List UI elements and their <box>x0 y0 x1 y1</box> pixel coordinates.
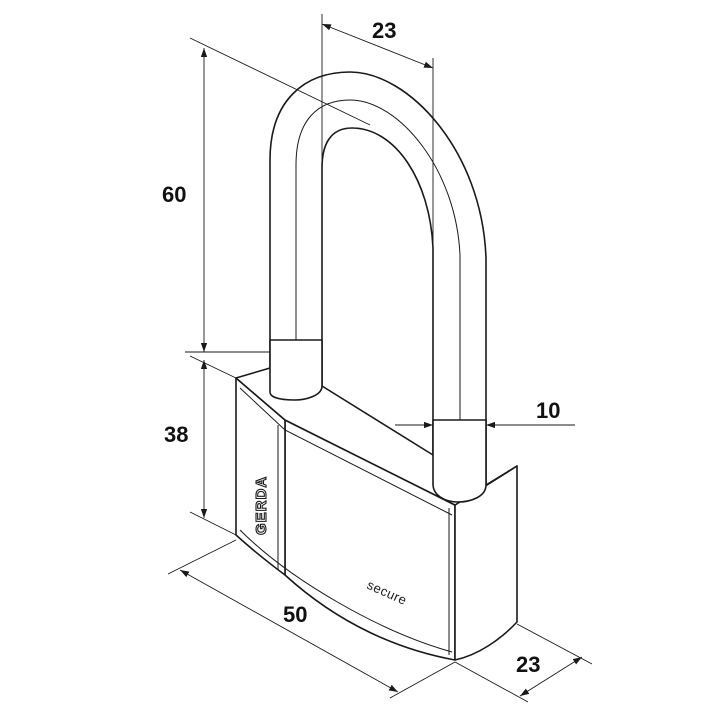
dimension-shackle-thickness: 10 <box>395 398 575 429</box>
dimension-body-height: 38 <box>164 355 237 536</box>
dimension-label-body-depth: 23 <box>516 652 540 677</box>
shackle-left-leg-base <box>269 339 323 401</box>
dimension-label-shackle-width: 23 <box>372 18 396 43</box>
brand-logo: GERDA <box>253 476 270 535</box>
body-bevel-line-top <box>239 387 453 516</box>
dimension-label-shackle-thickness: 10 <box>536 398 560 423</box>
dimension-label-shackle-height: 60 <box>162 182 186 207</box>
dimension-label-body-height: 38 <box>164 422 188 447</box>
body-end-face <box>454 465 518 661</box>
shackle-arch-highlight <box>295 99 461 498</box>
dimension-shackle-width: 23 <box>321 14 434 250</box>
shackle-right-leg-base <box>432 419 487 503</box>
dimension-shackle-height: 60 <box>162 37 371 353</box>
dimension-body-depth: 23 <box>454 623 593 703</box>
dimension-body-width: 50 <box>167 539 456 699</box>
dimension-label-body-width: 50 <box>283 602 307 627</box>
